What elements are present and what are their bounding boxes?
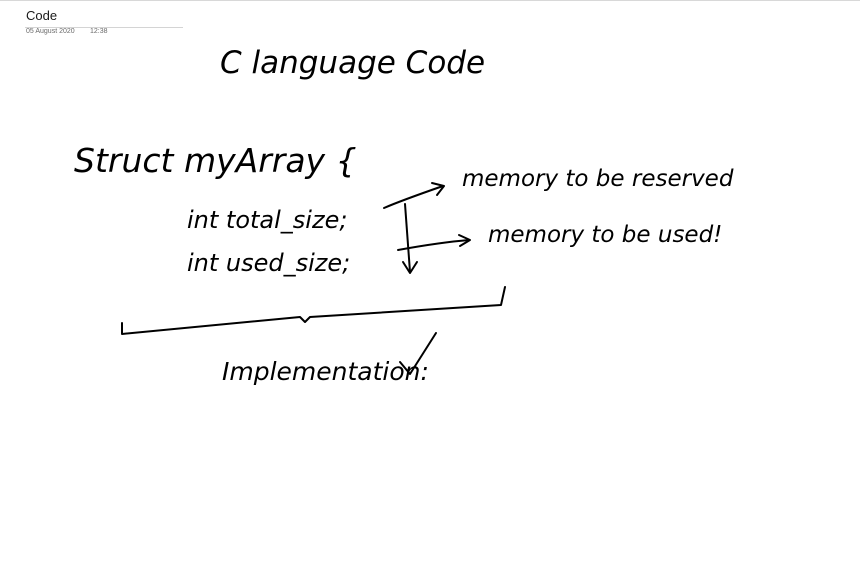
note-reserved-text: memory to be reserved xyxy=(462,166,734,192)
page-date: 05 August 2020 xyxy=(26,28,75,35)
arrow-line-2 xyxy=(397,239,470,251)
field-total-size-text: int total_size; xyxy=(187,206,347,234)
heading-text: C language Code xyxy=(220,45,485,81)
implementation-label-text: Implementation: xyxy=(222,357,429,386)
field-used-size-text: int used_size; xyxy=(187,249,350,277)
title-underline xyxy=(25,27,183,28)
top-border xyxy=(0,0,860,1)
arrow-head-1 xyxy=(431,182,445,196)
down-arrow-head xyxy=(402,261,418,274)
checkmark-icon xyxy=(399,332,437,375)
arrow-head-2 xyxy=(458,234,471,247)
arrow-line-1 xyxy=(383,185,444,209)
grouping-brace xyxy=(121,286,506,335)
page-title[interactable]: Code xyxy=(26,8,58,23)
note-used-text: memory to be used! xyxy=(488,222,722,248)
struct-line-text: Struct myArray { xyxy=(74,141,357,180)
page-time: 12:38 xyxy=(90,28,108,35)
down-arrow-line xyxy=(404,203,411,273)
